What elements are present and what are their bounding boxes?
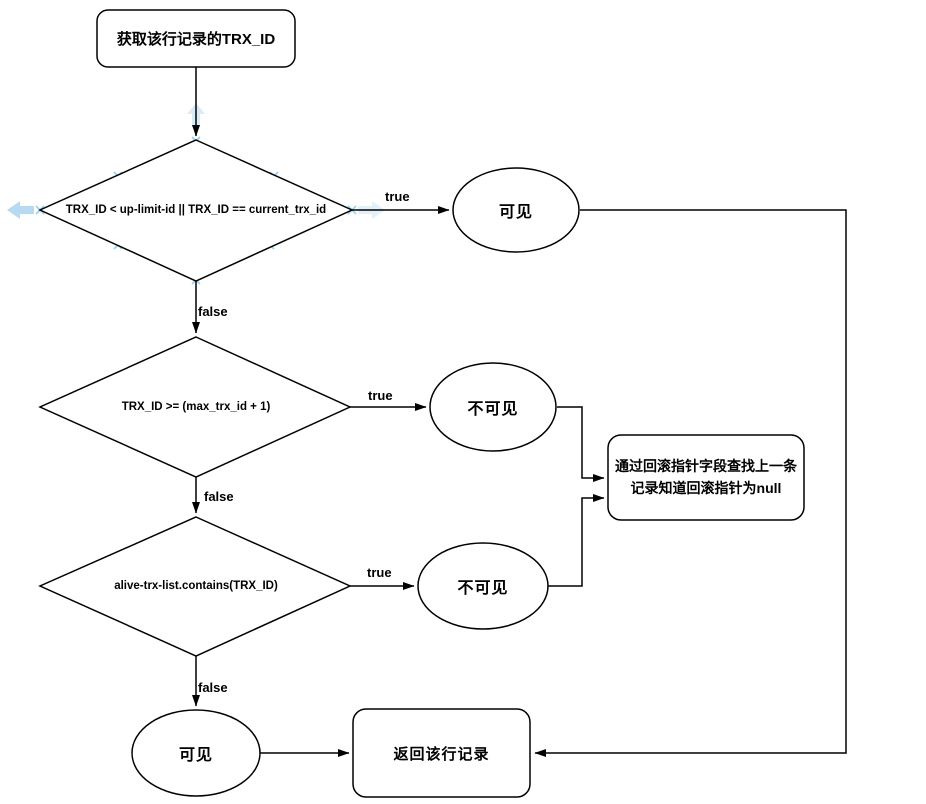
decision1-node[interactable] [38,139,354,282]
edge-invisible2-to-note[interactable] [548,494,605,587]
note-node[interactable] [607,434,805,521]
edge-visible1-to-return[interactable] [534,209,847,757]
visible-node-1[interactable] [452,167,580,253]
start-node[interactable] [96,9,296,68]
invisible-node-1[interactable] [429,362,557,452]
hover-arrow-left-icon [7,201,34,219]
invisible-node-2[interactable] [417,542,549,630]
visible-node-2[interactable] [131,709,261,797]
return-node[interactable] [352,708,531,798]
decision2-node[interactable] [38,336,352,478]
edge-invisible1-to-note[interactable] [557,406,605,482]
decision3-node[interactable] [38,516,352,657]
